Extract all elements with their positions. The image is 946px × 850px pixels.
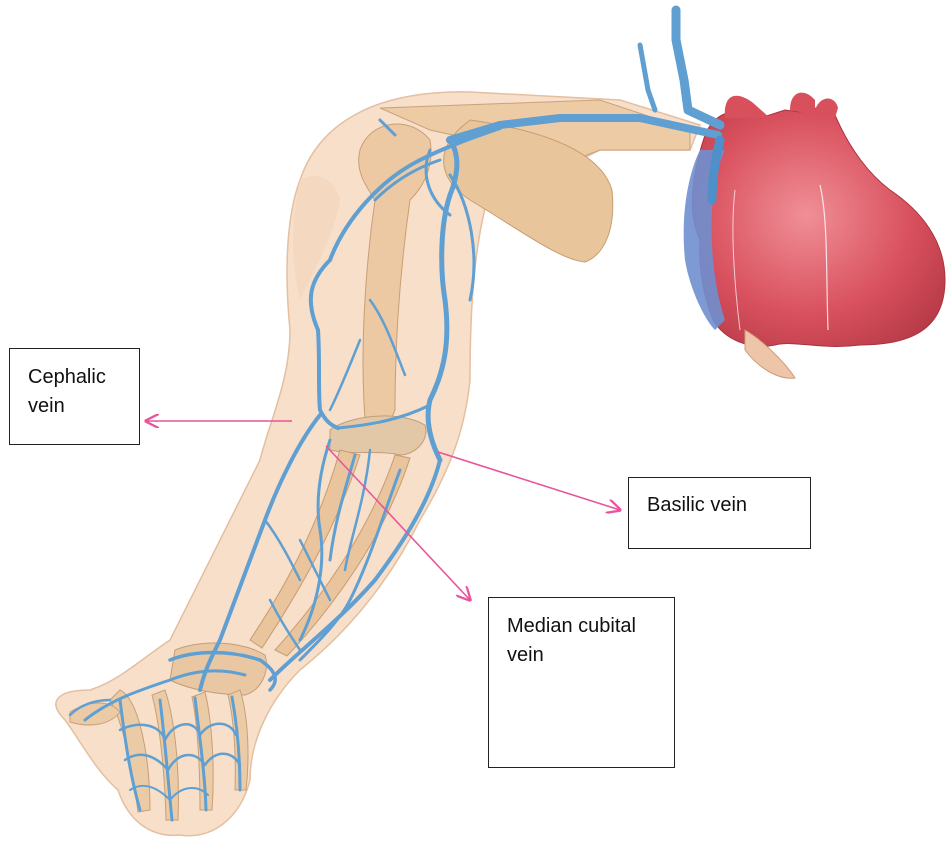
median-cubital-vein-label: Median cubital vein <box>488 597 675 768</box>
cephalic-vein-label: Cephalic vein <box>9 348 140 445</box>
basilic-pointer-arrow <box>438 452 620 510</box>
heart <box>684 93 945 379</box>
basilic-vein-label: Basilic vein <box>628 477 811 549</box>
